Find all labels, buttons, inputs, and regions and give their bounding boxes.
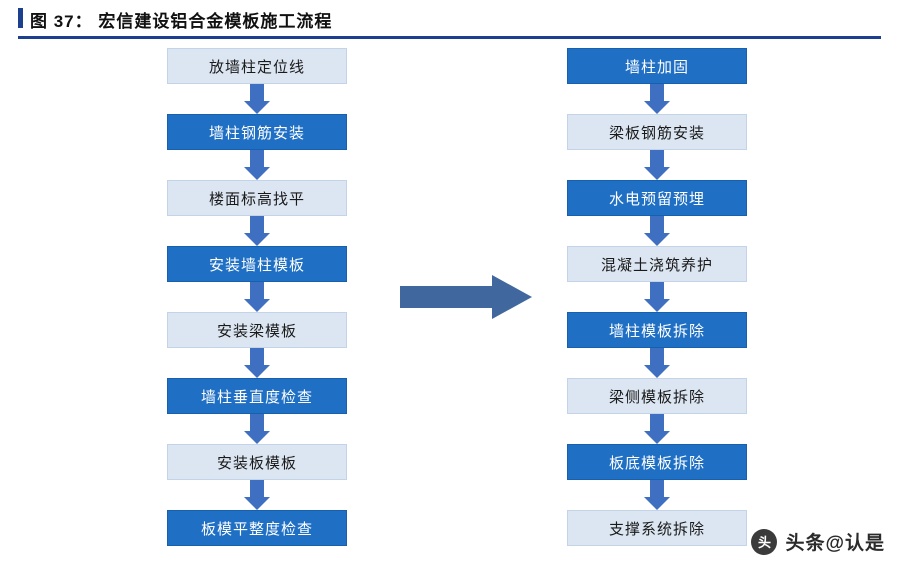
down-arrow-icon	[567, 150, 747, 180]
down-arrow-icon	[567, 480, 747, 510]
flow-node[interactable]: 墙柱加固	[567, 48, 747, 84]
title-divider	[18, 36, 881, 39]
down-arrow-icon	[567, 414, 747, 444]
flow-left-column: 放墙柱定位线 墙柱钢筋安装 楼面标高找平 安装墙柱模板 安装梁模板 墙柱垂直度检…	[167, 48, 347, 546]
title-accent-marker	[18, 8, 23, 28]
flow-node[interactable]: 板底模板拆除	[567, 444, 747, 480]
down-arrow-icon	[567, 348, 747, 378]
flow-node[interactable]: 楼面标高找平	[167, 180, 347, 216]
figure-title-bar: 图 37： 宏信建设铝合金模板施工流程	[0, 0, 899, 39]
flow-node[interactable]: 水电预留预埋	[567, 180, 747, 216]
flow-node[interactable]: 墙柱模板拆除	[567, 312, 747, 348]
flow-node[interactable]: 梁侧模板拆除	[567, 378, 747, 414]
flow-node[interactable]: 安装墙柱模板	[167, 246, 347, 282]
down-arrow-icon	[567, 216, 747, 246]
watermark-logo-icon: 头	[751, 528, 778, 555]
flow-node[interactable]: 放墙柱定位线	[167, 48, 347, 84]
flow-node[interactable]: 安装梁模板	[167, 312, 347, 348]
flow-node[interactable]: 支撑系统拆除	[567, 510, 747, 546]
down-arrow-icon	[167, 414, 347, 444]
flow-node[interactable]: 板模平整度检查	[167, 510, 347, 546]
page-title: 图 37： 宏信建设铝合金模板施工流程	[30, 12, 333, 31]
right-arrow-icon	[400, 275, 532, 319]
down-arrow-icon	[167, 84, 347, 114]
down-arrow-icon	[167, 150, 347, 180]
down-arrow-icon	[567, 84, 747, 114]
flow-node[interactable]: 墙柱钢筋安装	[167, 114, 347, 150]
flow-node[interactable]: 安装板模板	[167, 444, 347, 480]
watermark-text: 头条@认是	[785, 533, 885, 554]
down-arrow-icon	[567, 282, 747, 312]
flow-node[interactable]: 混凝土浇筑养护	[567, 246, 747, 282]
flow-node[interactable]: 梁板钢筋安装	[567, 114, 747, 150]
down-arrow-icon	[167, 480, 347, 510]
flow-right-column: 墙柱加固 梁板钢筋安装 水电预留预埋 混凝土浇筑养护 墙柱模板拆除 梁侧模板拆除…	[567, 48, 747, 546]
flow-node[interactable]: 墙柱垂直度检查	[167, 378, 347, 414]
down-arrow-icon	[167, 282, 347, 312]
down-arrow-icon	[167, 348, 347, 378]
watermark: 头 头条@认是	[751, 528, 885, 555]
down-arrow-icon	[167, 216, 347, 246]
